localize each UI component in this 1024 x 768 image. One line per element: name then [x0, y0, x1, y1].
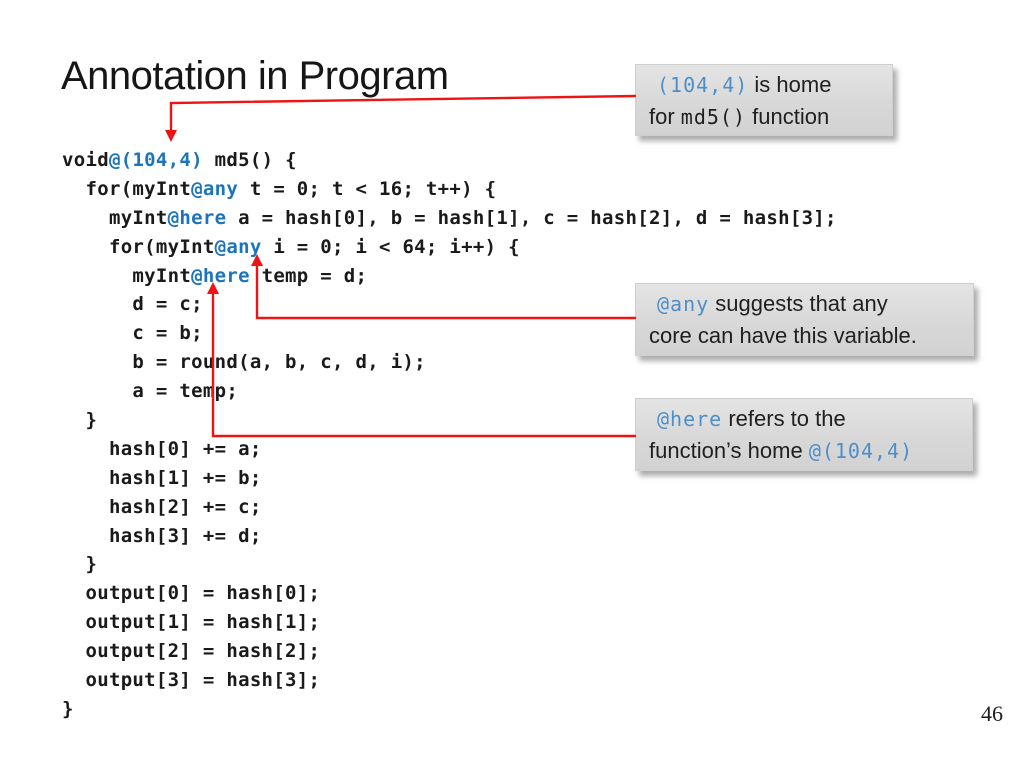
code-text: } — [62, 409, 98, 432]
code-line: hash[2] += c; — [62, 493, 837, 522]
callout-any-annotation: @any suggests that any core can have this… — [635, 283, 974, 356]
annotation-token: @any — [214, 235, 262, 258]
annotation-token: (104,4) — [657, 73, 749, 97]
code-text: c = b; — [62, 322, 203, 345]
code-line: } — [62, 406, 837, 435]
annotation-token: @here — [657, 407, 723, 431]
code-text: t = 0; t < 16; t++) { — [238, 177, 497, 200]
code-line: c = b; — [62, 319, 837, 348]
code-text: a = temp; — [62, 380, 239, 403]
code-text: b = round(a, b, c, d, i); — [62, 351, 426, 374]
callout-line: @here refers to the — [649, 403, 962, 435]
page-number: 46 — [981, 701, 1003, 726]
code-line: void@(104,4) md5() { — [62, 146, 837, 175]
code-text: myInt — [62, 206, 168, 229]
arrow-to-void-declaration — [169, 94, 637, 131]
code-line: } — [62, 695, 837, 724]
code-text: output[0] = hash[0]; — [62, 582, 321, 605]
arrow-head-down-icon — [165, 130, 177, 142]
callout-text: md5() — [680, 105, 747, 129]
callout-text: core can have this variable. — [649, 323, 917, 348]
slide-title: Annotation in Program — [61, 54, 449, 98]
code-text: output[2] = hash[2]; — [62, 640, 321, 663]
code-line: hash[0] += a; — [62, 435, 837, 464]
code-text: output[3] = hash[3]; — [62, 669, 321, 692]
code-line: hash[3] += d; — [62, 522, 837, 551]
code-text: void — [62, 149, 109, 171]
code-text: hash[1] += b; — [62, 466, 262, 489]
code-line: output[0] = hash[0]; — [62, 579, 837, 608]
annotation-token: @any — [657, 292, 710, 316]
callout-line: core can have this variable. — [649, 320, 963, 352]
callout-line: (104,4) is home — [649, 69, 882, 101]
code-line: d = c; — [62, 290, 837, 319]
code-text: a = hash[0], b = hash[1], c = hash[2], d… — [226, 206, 837, 229]
code-line: for(myInt@any i = 0; i < 64; i++) { — [62, 233, 837, 262]
code-text: myInt — [62, 264, 192, 287]
callout-line: @any suggests that any — [649, 288, 963, 320]
code-line: output[1] = hash[1]; — [62, 608, 837, 637]
annotation-token: @here — [167, 206, 227, 229]
code-line: output[2] = hash[2]; — [62, 637, 837, 666]
callout-line: function’s home @(104,4) — [649, 435, 962, 467]
code-text: } — [62, 553, 98, 576]
code-line: output[3] = hash[3]; — [62, 666, 837, 695]
code-line: myInt@here a = hash[0], b = hash[1], c =… — [62, 204, 837, 233]
code-text: hash[0] += a; — [62, 437, 262, 460]
callout-text: suggests that any — [709, 291, 888, 316]
code-line: hash[1] += b; — [62, 464, 837, 493]
callout-text: function’s home — [649, 438, 809, 463]
annotation-token: @(104,4) — [108, 149, 203, 171]
callout-line: for md5() function — [649, 101, 882, 133]
callout-text: is home — [748, 72, 832, 97]
code-text: } — [62, 697, 74, 720]
code-text: d = c; — [62, 293, 203, 316]
code-line: for(myInt@any t = 0; t < 16; t++) { — [62, 175, 837, 204]
callout-text: refers to the — [722, 406, 846, 431]
annotation-token: @here — [191, 264, 250, 287]
code-text: output[1] = hash[1]; — [62, 611, 321, 634]
annotation-token: @any — [191, 177, 239, 200]
callout-text: for — [649, 104, 681, 129]
code-text: for(myInt — [62, 235, 215, 258]
code-text: temp = d; — [249, 264, 368, 287]
code-text: md5() { — [202, 149, 297, 171]
code-text: i = 0; i < 64; i++) { — [261, 235, 520, 258]
code-text: for(myInt — [62, 177, 192, 200]
code-text: hash[3] += d; — [62, 524, 262, 547]
code-text: hash[2] += c; — [62, 495, 262, 518]
annotation-token: @(104,4) — [808, 439, 914, 463]
callout-text: function — [746, 104, 830, 129]
code-line: } — [62, 550, 837, 579]
